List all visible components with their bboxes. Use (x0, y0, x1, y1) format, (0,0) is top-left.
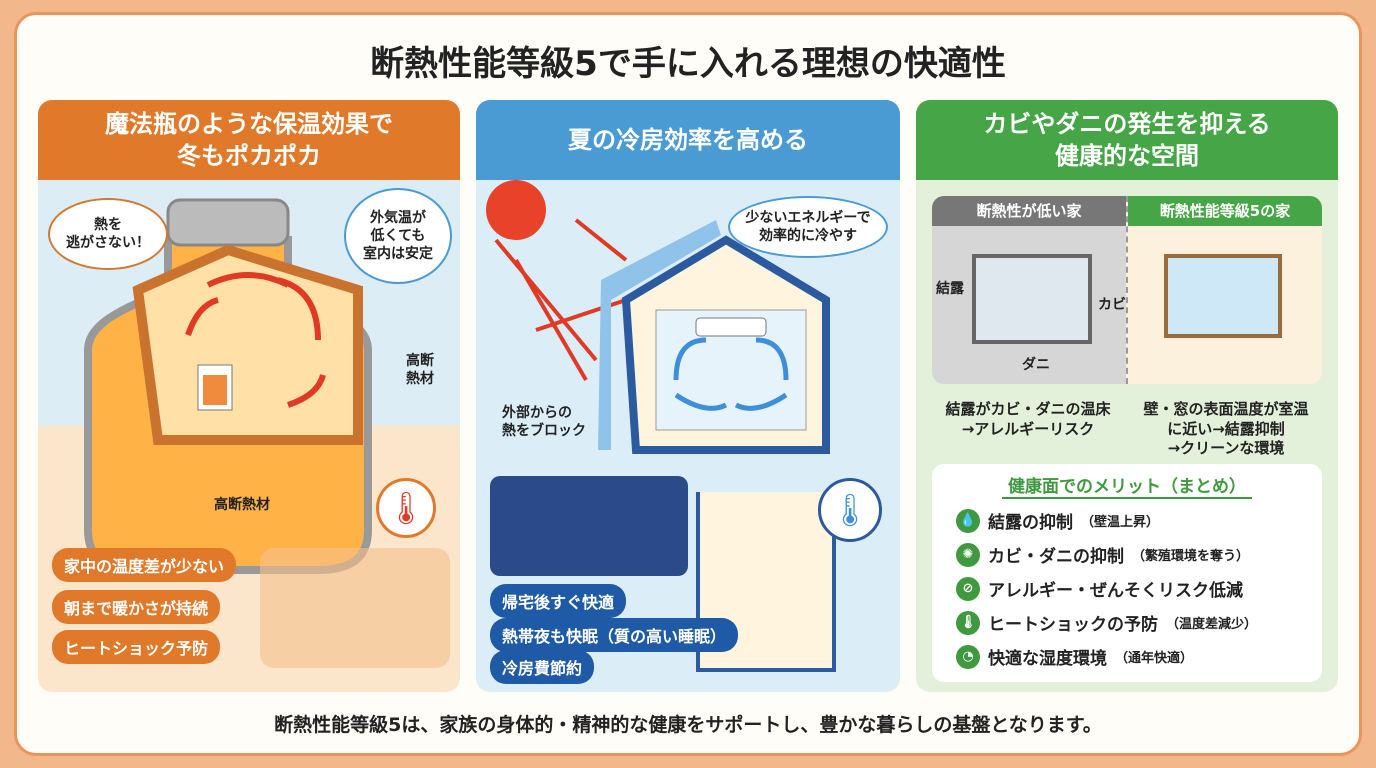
compare-title: 断熱性能等級5の家 (1128, 196, 1322, 226)
clear-window (1164, 254, 1282, 338)
benefit-pill: 熱帯夜も快眠（質の高い睡眠） (490, 618, 739, 652)
thermos-house-illustration (84, 198, 372, 574)
merit-item: ⊘ アレルギー・ぜんそくリスク低減 (956, 576, 1243, 601)
bad-caption: 結露がカビ・ダニの温床→アレルギーリスク (930, 400, 1126, 439)
merit-note: （壁温上昇） (1081, 515, 1160, 530)
merit-text: アレルギー・ぜんそくリスク低減 (988, 581, 1243, 601)
compare-title: 断熱性が低い家 (932, 196, 1126, 226)
block-label: 外部からの熱をブロック (502, 404, 586, 440)
foggy-window (972, 254, 1092, 344)
sleeping-illustration (490, 476, 688, 576)
cooling-house-illustration (486, 180, 830, 454)
merit-text: カビ・ダニの抑制 (988, 547, 1124, 567)
humidity-icon: ◔ (956, 644, 980, 669)
header-line: 夏の冷房効率を高める (568, 125, 808, 154)
caption-line: 壁・窓の表面温度が室温 (1143, 400, 1309, 418)
panel-header: 魔法瓶のような保温効果で 冬もポカポカ (38, 100, 460, 180)
mold-label: カビ (1098, 297, 1126, 313)
speech-bubble: 外気温が低くても室内は安定 (344, 188, 452, 284)
caption-line: →クリーンな環境 (1167, 439, 1285, 457)
benefit-pill: 家中の温度差が少ない (52, 548, 237, 582)
merit-item: 💧 結露の抑制 （壁温上昇） (956, 508, 1159, 533)
merit-item: 🌡 ヒートショックの予防 （温度差減少） (956, 610, 1257, 635)
header-line: 魔法瓶のような保温効果で (105, 109, 393, 138)
bubble-text: 室内は安定 (363, 246, 433, 263)
droplet-icon: 💧 (956, 508, 980, 533)
merit-note: （通年快適） (1115, 651, 1194, 666)
label-line: 熱材 (406, 371, 434, 388)
panel-health: カビやダニの発生を抑える 健康的な空間 断熱性が低い家 結露 カビ ダニ 断熱性… (916, 100, 1338, 692)
family-illustration (260, 548, 450, 668)
speech-bubble: 少ないエネルギーで効率的に冷やす (728, 196, 888, 258)
benefit-pill: 朝まで暖かさが持続 (52, 590, 221, 624)
bubble-text: 外気温が (370, 209, 426, 226)
condensation-label: 結露 (936, 281, 964, 297)
footer-message: 断熱性能等級5は、家族の身体的・精神的な健康をサポートし、豊かな暮らしの基盤とな… (274, 714, 1102, 736)
grade5-scene: 断熱性能等級5の家 (1126, 196, 1322, 384)
caption-line: に近い→結露抑制 (1167, 419, 1285, 438)
mite-label: ダニ (1022, 357, 1050, 373)
insulation-label-bottom: 高断熱材 (214, 497, 270, 513)
insulation-label: 高断熱材 (406, 352, 434, 388)
no-allergen-icon: ⊘ (956, 576, 980, 601)
speech-bubble: 熱を逃がさない！ (48, 198, 168, 270)
merit-text: ヒートショックの予防 (988, 615, 1158, 635)
panel-header: カビやダニの発生を抑える 健康的な空間 (916, 100, 1338, 180)
summary-title-text: 健康面でのメリット（まとめ） (1002, 477, 1252, 499)
bubble-text: 熱を (94, 216, 122, 233)
merit-item: ◔ 快適な湿度環境 （通年快適） (956, 644, 1193, 669)
panel-warmth: 魔法瓶のような保温効果で 冬もポカポカ 熱を逃がさない！ 外気温が低くても室内は… (38, 100, 460, 692)
virus-icon: ✺ (956, 542, 980, 567)
header-line: 健康的な空間 (1055, 142, 1199, 170)
panel-header: 夏の冷房効率を高める (476, 100, 900, 180)
low-insulation-scene: 断熱性が低い家 結露 カビ ダニ (932, 196, 1126, 384)
merit-note: （繁殖環境を奪う） (1132, 549, 1250, 564)
merit-text: 結露の抑制 (988, 513, 1073, 533)
header-line: カビやダニの発生を抑える (983, 109, 1271, 138)
panel-cooling: 夏の冷房効率を高める 少ないエネルギーで効率的に冷やす 外部からの熱をブロック … (476, 100, 900, 692)
summary-title: 健康面でのメリット（まとめ） (932, 472, 1322, 499)
thermometer-icon: 🌡 (956, 610, 980, 635)
benefit-pill: 冷房費節約 (490, 650, 595, 684)
merit-item: ✺ カビ・ダニの抑制 （繁殖環境を奪う） (956, 542, 1249, 567)
thermometer-icon: 🌡 (376, 478, 436, 538)
caption-line: 結露がカビ・ダニの温床 (945, 400, 1111, 418)
thermometer-icon: 🌡 (818, 478, 882, 542)
caption-line: →アレルギーリスク (961, 419, 1095, 438)
bubble-text: 少ないエネルギーで (745, 209, 871, 226)
bubble-text: 逃がさない！ (66, 235, 150, 251)
merit-note: （温度差減少） (1166, 617, 1258, 632)
merit-text: 快適な湿度環境 (988, 649, 1107, 669)
benefit-pill: 帰宅後すぐ快適 (490, 584, 627, 618)
label-line: 高断 (406, 353, 434, 369)
benefit-pill: ヒートショック予防 (52, 630, 221, 664)
header-line: 冬もポカポカ (177, 142, 321, 170)
page-title: 断熱性能等級5で手に入れる理想の快適性 (370, 44, 1006, 84)
label-line: 外部からの (502, 405, 572, 421)
summary-box: 健康面でのメリット（まとめ） 💧 結露の抑制 （壁温上昇） ✺ カビ・ダニの抑制 （繁殖… (932, 464, 1322, 682)
good-caption: 壁・窓の表面温度が室温に近い→結露抑制→クリーンな環境 (1128, 400, 1324, 459)
bubble-text: 低くても (370, 227, 426, 244)
label-line: 熱をブロック (502, 423, 586, 440)
bubble-text: 効率的に冷やす (759, 228, 857, 244)
